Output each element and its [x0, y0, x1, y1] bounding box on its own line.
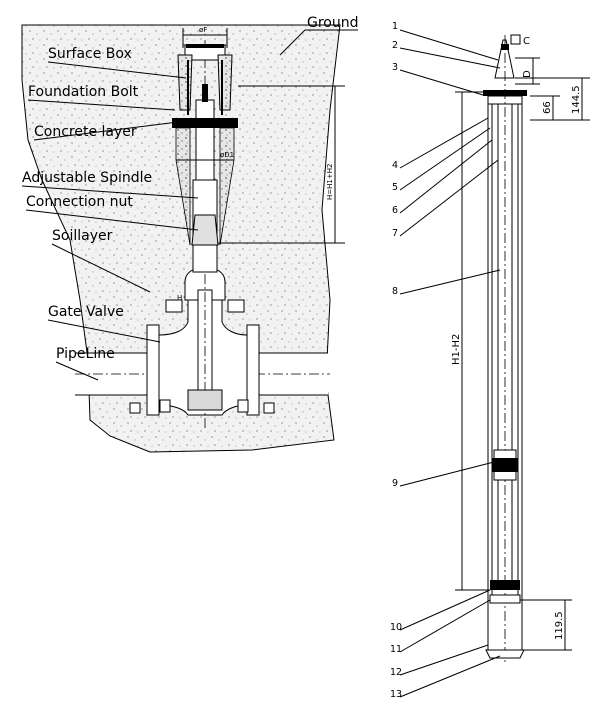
top-width-dim: øF — [199, 26, 207, 34]
part-num-4: 4 — [392, 160, 398, 171]
depth-dim: H=H1+H2 — [326, 164, 334, 200]
dim-66: 66 — [542, 101, 553, 114]
right-leader-lines — [399, 29, 501, 698]
label-adjustable-spindle: Adjustable Spindle — [22, 170, 152, 186]
inner-dia-dim: øD1 — [220, 151, 234, 159]
label-foundation-bolt: Foundation Bolt — [28, 84, 139, 100]
part-num-1: 1 — [392, 21, 398, 32]
part-num-6: 6 — [392, 205, 398, 216]
small-h-dim: H — [177, 294, 182, 302]
part-num-11: 11 — [390, 644, 402, 655]
part-num-9: 9 — [392, 478, 398, 489]
left-dimension-lines: øF øD1 H=H1+H2 H — [176, 26, 345, 302]
label-gate-valve: Gate Valve — [48, 304, 124, 320]
dim-119: 119.5 — [554, 611, 565, 640]
dim-d: D — [522, 70, 533, 78]
part-num-2: 2 — [392, 40, 398, 51]
dim-144: 144.5 — [571, 85, 582, 114]
label-ground: Ground — [307, 15, 359, 31]
surface-box-drawing — [177, 44, 233, 115]
part-num-8: 8 — [392, 286, 398, 297]
part-num-7: 7 — [392, 228, 398, 239]
label-connection-nut: Connection nut — [26, 194, 133, 210]
part-num-10: 10 — [390, 622, 402, 633]
right-dimension-lines: C D 144.5 66 H1-H2 119.5 — [451, 34, 590, 651]
label-concrete-layer: Concrete layer — [34, 124, 137, 140]
part-num-13: 13 — [390, 689, 402, 700]
part-num-3: 3 — [392, 62, 398, 73]
dim-c: C — [523, 36, 530, 47]
left-leader-lines — [21, 29, 358, 381]
right-part-numbers: 1 2 3 4 5 6 7 8 9 10 11 12 13 — [390, 21, 402, 700]
concrete-collar — [172, 118, 238, 246]
part-num-12: 12 — [390, 667, 402, 678]
spindle-assembly — [191, 84, 219, 273]
part-num-5: 5 — [392, 182, 398, 193]
extension-spindle-drawing — [483, 35, 527, 665]
dim-main: H1-H2 — [451, 334, 462, 365]
label-soil-layer: Soillayer — [52, 228, 113, 244]
left-labels: Ground Surface Box Foundation Bolt Concr… — [22, 15, 359, 362]
label-pipeline: PipeLine — [56, 346, 115, 362]
label-surface-box: Surface Box — [48, 46, 132, 62]
